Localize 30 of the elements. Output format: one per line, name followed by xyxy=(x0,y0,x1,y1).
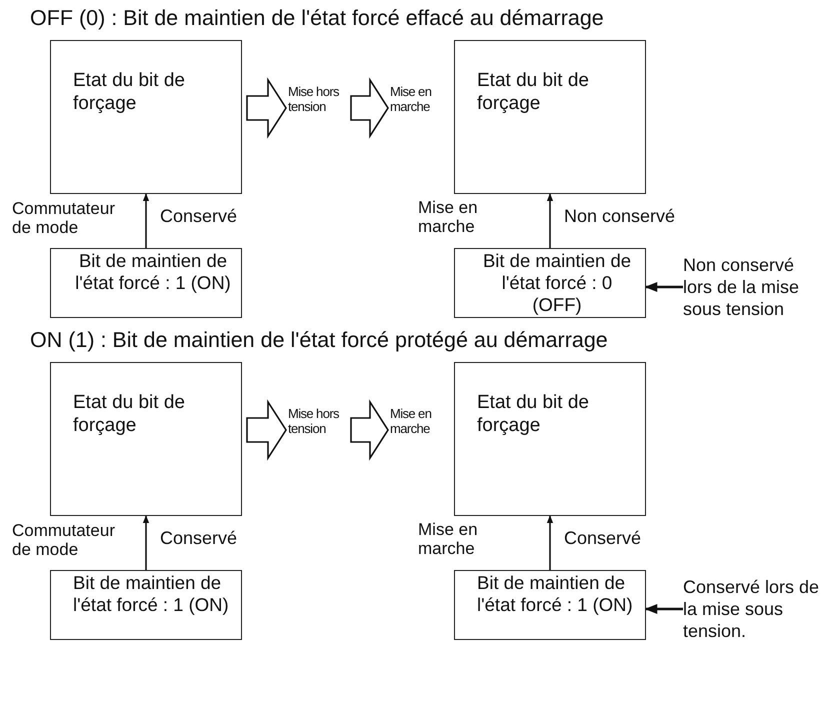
state-box: Etat du bit de forçage xyxy=(50,40,242,194)
section-heading: ON (1) : Bit de maintien de l'état forcé protégé au démarrage xyxy=(30,328,608,353)
transition-label: Mise en marche xyxy=(390,84,446,132)
state-box: Etat du bit de forçage xyxy=(454,362,646,516)
arrow xyxy=(546,515,554,570)
hollow-arrow xyxy=(246,399,287,461)
hollow-arrow xyxy=(246,77,287,139)
note-text: Non conservé lors de la mise sous tension xyxy=(683,254,828,320)
hold-bit-box: Bit de maintien de l'état forcé : 0 (OFF) xyxy=(454,248,646,318)
arrow xyxy=(644,282,683,292)
transition-label: Mise en marche xyxy=(390,406,446,454)
transition-label: Mise hors tension xyxy=(288,406,346,454)
hold-bit-box: Bit de maintien de l'état forcé : 1 (ON) xyxy=(50,248,242,318)
hollow-arrow xyxy=(350,399,389,461)
state-box: Etat du bit de forçage xyxy=(50,362,242,516)
note-text: Conservé lors de la mise sous tension. xyxy=(683,576,828,642)
section-heading: OFF (0) : Bit de maintien de l'état forcé effacé au démarrage xyxy=(30,6,604,31)
hollow-arrow xyxy=(350,77,389,139)
transition-label: Mise hors tension xyxy=(288,84,346,132)
trigger-label: Commutateur de mode xyxy=(12,521,116,559)
state-box: Etat du bit de forçage xyxy=(454,40,646,194)
arrow xyxy=(142,193,150,248)
arrow xyxy=(644,604,683,614)
trigger-label: Commutateur de mode xyxy=(12,199,116,237)
arrow xyxy=(142,515,150,570)
arrow xyxy=(546,193,554,248)
hold-bit-box: Bit de maintien de l'état forcé : 1 (ON) xyxy=(454,570,646,640)
trigger-label: Mise en marche xyxy=(418,198,479,236)
trigger-label: Mise en marche xyxy=(418,520,479,558)
hold-bit-box: Bit de maintien de l'état forcé : 1 (ON) xyxy=(50,570,242,640)
